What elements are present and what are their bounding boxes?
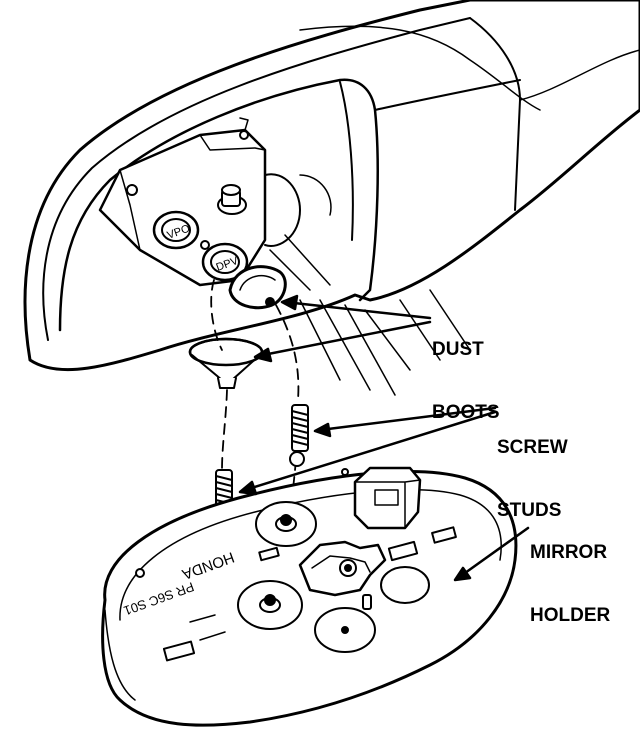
label-screw-studs: SCREW STUDS — [497, 395, 568, 542]
leader-arrows — [238, 294, 530, 582]
mirror-holder-plate: HONDA PR S6C S01 — [101, 466, 518, 727]
dust-boot-upper — [228, 265, 287, 310]
label-mirror-holder: MIRROR HOLDER — [530, 500, 610, 647]
label-mirror-holder-line2: HOLDER — [530, 605, 611, 626]
label-dust-boots-line1: DUST — [432, 339, 484, 360]
label-screw-studs-line2: STUDS — [497, 500, 562, 521]
label-dust-boots-line2: BOOTS — [432, 402, 500, 423]
mirror-actuator: VPO DPV — [98, 117, 332, 287]
label-dust-boots: DUST BOOTS — [432, 297, 500, 444]
dust-boot-lower — [188, 337, 264, 389]
label-mirror-holder-line1: MIRROR — [530, 542, 608, 563]
mirror-housing — [23, 0, 640, 396]
label-screw-studs-line1: SCREW — [497, 437, 568, 458]
screw-stud-right — [289, 404, 309, 467]
